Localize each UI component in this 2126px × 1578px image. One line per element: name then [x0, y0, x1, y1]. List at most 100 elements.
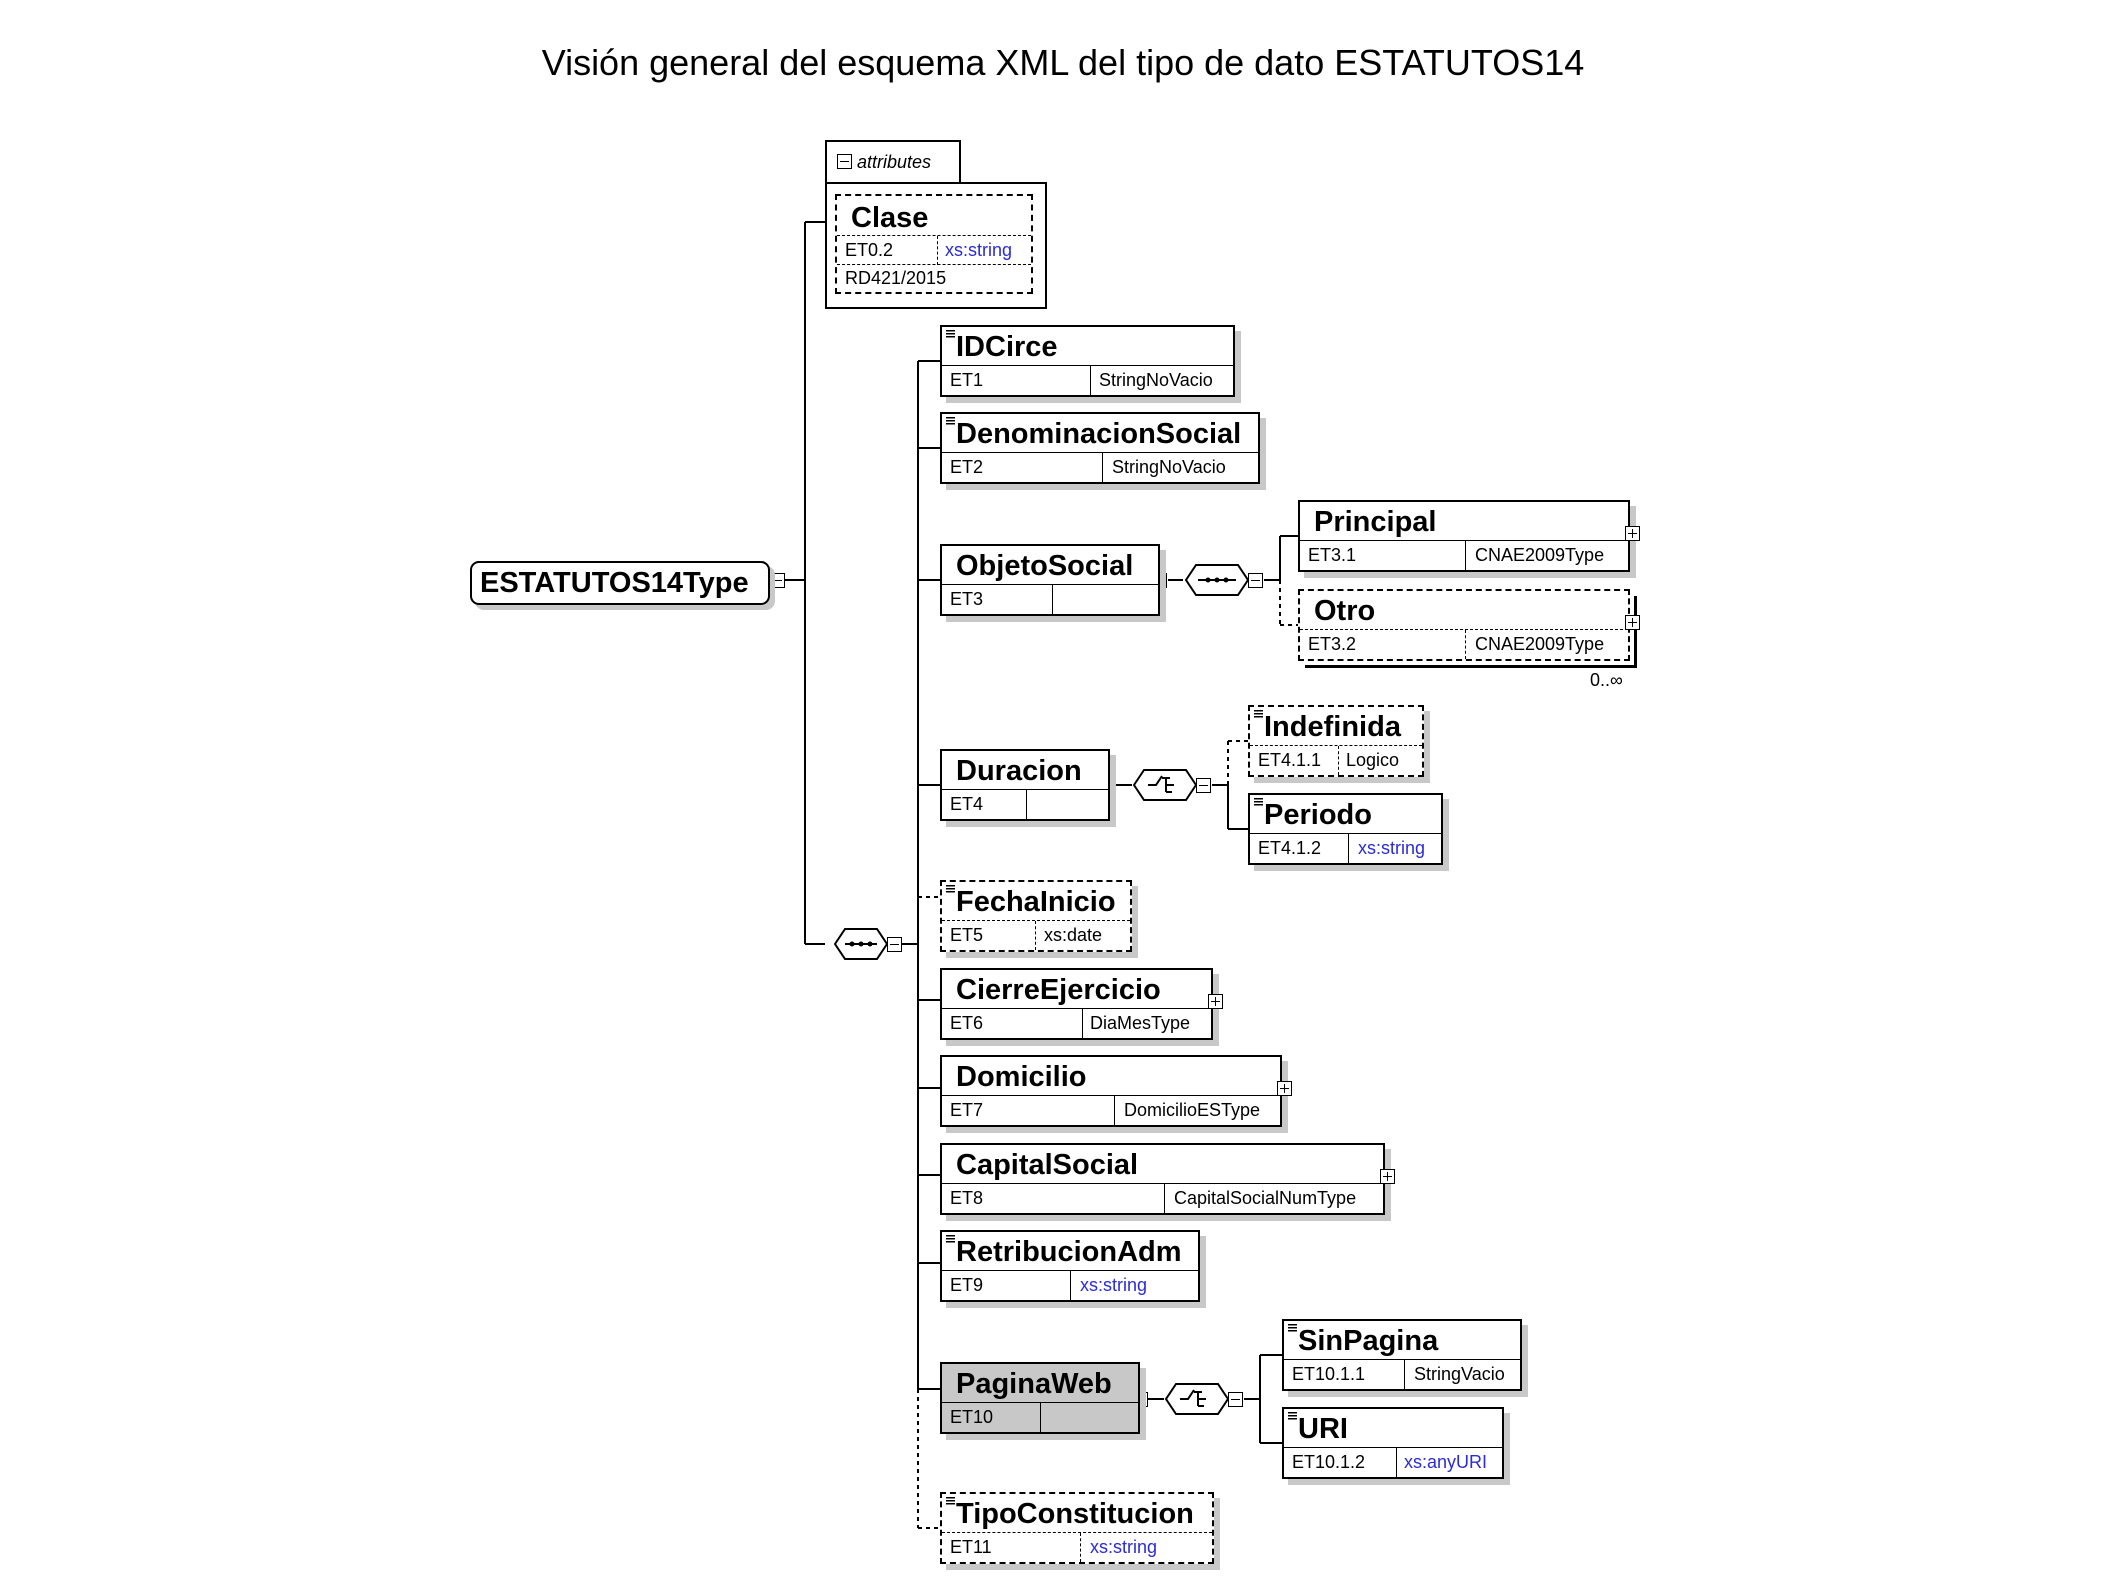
collapse-icon[interactable] [887, 937, 902, 952]
content-model-icon [946, 417, 955, 426]
attribute-name: Clase [851, 202, 929, 234]
element-type: CNAE2009Type [1475, 545, 1605, 565]
element-name: DenominacionSocial [956, 418, 1242, 450]
element-name: SinPagina [1298, 1325, 1439, 1357]
element-type: DiaMesType [1090, 1013, 1191, 1033]
element-type: CapitalSocialNumType [1174, 1188, 1357, 1208]
element-code: ET5 [950, 925, 984, 945]
element-name: Domicilio [956, 1061, 1087, 1093]
element-code: ET3 [950, 589, 984, 609]
element-code: ET8 [950, 1188, 984, 1208]
page-title: Visión general del esquema XML del tipo … [541, 42, 1585, 83]
element-code: ET2 [950, 457, 984, 477]
collapse-icon[interactable] [1248, 573, 1263, 588]
element-retribucionadm[interactable]: RetribucionAdm ET9 xs:string [940, 1230, 1200, 1302]
element-idcirce[interactable]: IDCirce ET1 StringNoVacio [940, 325, 1235, 397]
element-name: CierreEjercicio [956, 974, 1161, 1006]
element-code: ET10.1.2 [1292, 1452, 1366, 1472]
attributes-panel: Clase ET0.2 xs:string RD421/2015 [825, 182, 1047, 309]
element-uri[interactable]: URI ET10.1.2 xs:anyURI [1282, 1407, 1504, 1479]
element-type: xs:string [1358, 838, 1426, 858]
element-principal[interactable]: Principal ET3.1 CNAE2009Type [1298, 500, 1640, 572]
expand-icon[interactable] [1277, 1081, 1292, 1096]
expand-icon[interactable] [1380, 1169, 1395, 1184]
element-name: Duracion [956, 755, 1082, 787]
attributes-tab[interactable]: attributes [825, 140, 961, 184]
element-type: xs:string [1080, 1275, 1148, 1295]
element-denominacionsocial[interactable]: DenominacionSocial ET2 StringNoVacio [940, 412, 1260, 484]
content-model-icon [946, 1235, 955, 1244]
collapse-icon[interactable] [837, 154, 852, 169]
element-type: StringNoVacio [1112, 457, 1226, 477]
element-type: Logico [1346, 750, 1400, 770]
element-type: StringNoVacio [1099, 370, 1213, 390]
content-model-icon [1254, 710, 1263, 719]
element-duracion[interactable]: Duracion ET4 [940, 749, 1110, 821]
element-indefinida[interactable]: Indefinida ET4.1.1 Logico [1248, 705, 1424, 777]
element-cierreejercicio[interactable]: CierreEjercicio ET6 DiaMesType [940, 968, 1223, 1040]
sequence-compositor-objeto[interactable] [1184, 564, 1250, 596]
element-capitalsocial[interactable]: CapitalSocial ET8 CapitalSocialNumType [940, 1143, 1395, 1215]
choice-compositor-paginaweb[interactable] [1164, 1383, 1230, 1415]
element-name: FechaInicio [956, 886, 1116, 918]
element-type: xs:date [1044, 925, 1103, 945]
root-type-node[interactable]: ESTATUTOS14Type [470, 561, 770, 605]
element-type: xs:anyURI [1404, 1452, 1488, 1472]
element-code: ET9 [950, 1275, 984, 1295]
expand-icon[interactable] [1625, 526, 1640, 541]
element-code: ET3.2 [1308, 634, 1357, 654]
element-name: CapitalSocial [956, 1149, 1139, 1181]
element-sinpagina[interactable]: SinPagina ET10.1.1 StringVacio [1282, 1319, 1522, 1391]
root-type-name: ESTATUTOS14Type [480, 567, 749, 599]
element-name: RetribucionAdm [956, 1236, 1182, 1268]
element-code: ET10 [950, 1407, 994, 1427]
element-code: ET4.1.1 [1258, 750, 1322, 770]
element-name: Indefinida [1264, 711, 1401, 743]
element-type: CNAE2009Type [1475, 634, 1605, 654]
occurrence-label: 0..∞ [1590, 670, 1623, 690]
element-objetosocial[interactable]: ObjetoSocial ET3 [940, 544, 1160, 616]
content-model-icon [1254, 798, 1263, 807]
element-name: Otro [1314, 595, 1376, 627]
element-code: ET7 [950, 1100, 984, 1120]
element-paginaweb[interactable]: PaginaWeb ET10 [940, 1362, 1140, 1434]
collapse-icon[interactable] [1228, 1392, 1243, 1407]
sequence-compositor-main[interactable] [833, 928, 889, 960]
element-type: StringVacio [1414, 1364, 1505, 1384]
element-name: Periodo [1264, 799, 1372, 831]
expand-icon[interactable] [1625, 615, 1640, 630]
element-type: xs:string [1090, 1537, 1158, 1557]
element-name: ObjetoSocial [956, 550, 1134, 582]
element-tipoconstitucion[interactable]: TipoConstitucion ET11 xs:string [940, 1492, 1214, 1564]
element-code: ET3.1 [1308, 545, 1357, 565]
element-code: ET6 [950, 1013, 984, 1033]
collapse-icon[interactable] [770, 573, 785, 588]
element-name: PaginaWeb [956, 1368, 1112, 1400]
element-otro[interactable]: Otro ET3.2 CNAE2009Type [1298, 589, 1640, 661]
element-name: IDCirce [956, 331, 1058, 363]
expand-icon[interactable] [1208, 994, 1223, 1009]
content-model-icon [1288, 1324, 1297, 1333]
attribute-type: xs:string [945, 240, 1013, 260]
element-fechainicio[interactable]: FechaInicio ET5 xs:date [940, 880, 1132, 952]
content-model-icon [946, 885, 955, 894]
content-model-icon [1288, 1412, 1297, 1421]
element-domicilio[interactable]: Domicilio ET7 DomicilioESType [940, 1055, 1292, 1127]
element-code: ET1 [950, 370, 984, 390]
content-model-icon [946, 330, 955, 339]
element-type: DomicilioESType [1124, 1100, 1261, 1120]
element-periodo[interactable]: Periodo ET4.1.2 xs:string [1248, 793, 1443, 865]
element-code: ET4.1.2 [1258, 838, 1322, 858]
element-name: TipoConstitucion [956, 1498, 1194, 1530]
element-code: ET4 [950, 794, 984, 814]
element-name: URI [1298, 1413, 1348, 1445]
element-code: ET11 [950, 1537, 992, 1557]
content-model-icon [946, 1497, 955, 1506]
element-name: Principal [1314, 506, 1437, 538]
collapse-icon[interactable] [1196, 778, 1211, 793]
attributes-label: attributes [857, 152, 932, 172]
attribute-note: RD421/2015 [845, 268, 947, 288]
attribute-clase[interactable]: Clase ET0.2 xs:string RD421/2015 [835, 194, 1033, 294]
attribute-code: ET0.2 [845, 240, 894, 260]
choice-compositor-duracion[interactable] [1132, 769, 1198, 801]
